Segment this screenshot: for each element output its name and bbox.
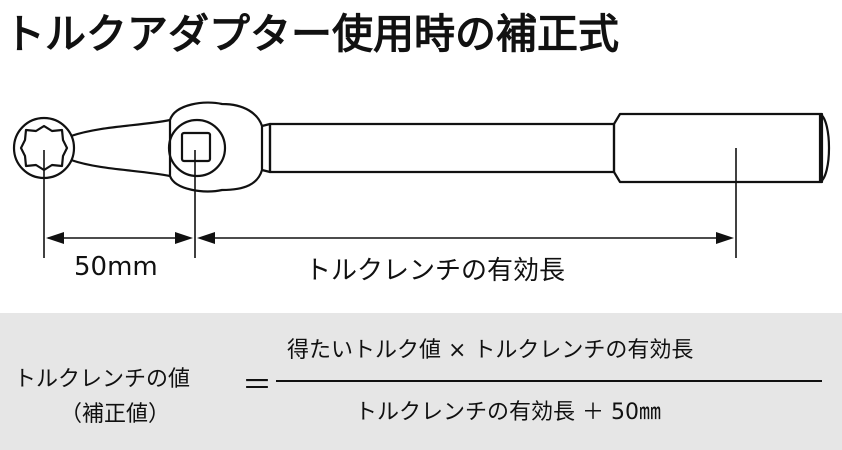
wrench-shaft <box>268 122 616 174</box>
wrench-neck <box>261 122 272 174</box>
arrowhead-left-end <box>175 232 193 244</box>
wrench-grip <box>612 112 824 184</box>
arrowhead-right-start <box>197 232 215 244</box>
formula-lhs-note: （補正値） <box>60 402 171 427</box>
square-drive <box>180 131 212 163</box>
arrowhead-right-end <box>716 232 734 244</box>
fraction-bar <box>276 380 822 382</box>
ratchet-head <box>168 101 264 193</box>
equals-sign: ＝ <box>242 368 272 403</box>
page-title: トルクアダプター使用時の補正式 <box>4 10 619 58</box>
dimension-label-effective-length: トルクレンチの有効長 <box>305 256 566 286</box>
formula-numerator: 得たいトルク値 × トルクレンチの有効長 <box>287 338 694 363</box>
wrench-diagram <box>12 101 831 258</box>
adapter-body <box>70 118 171 178</box>
formula-lhs: トルクレンチの値 <box>14 367 191 392</box>
formula-denominator: トルクレンチの有効長 ＋ 50㎜ <box>355 400 661 425</box>
arrowhead-left-start <box>46 232 64 244</box>
drive-ring <box>167 118 227 178</box>
grip-end-line <box>818 113 831 183</box>
dimension-label-50mm: 50mm <box>74 252 158 282</box>
